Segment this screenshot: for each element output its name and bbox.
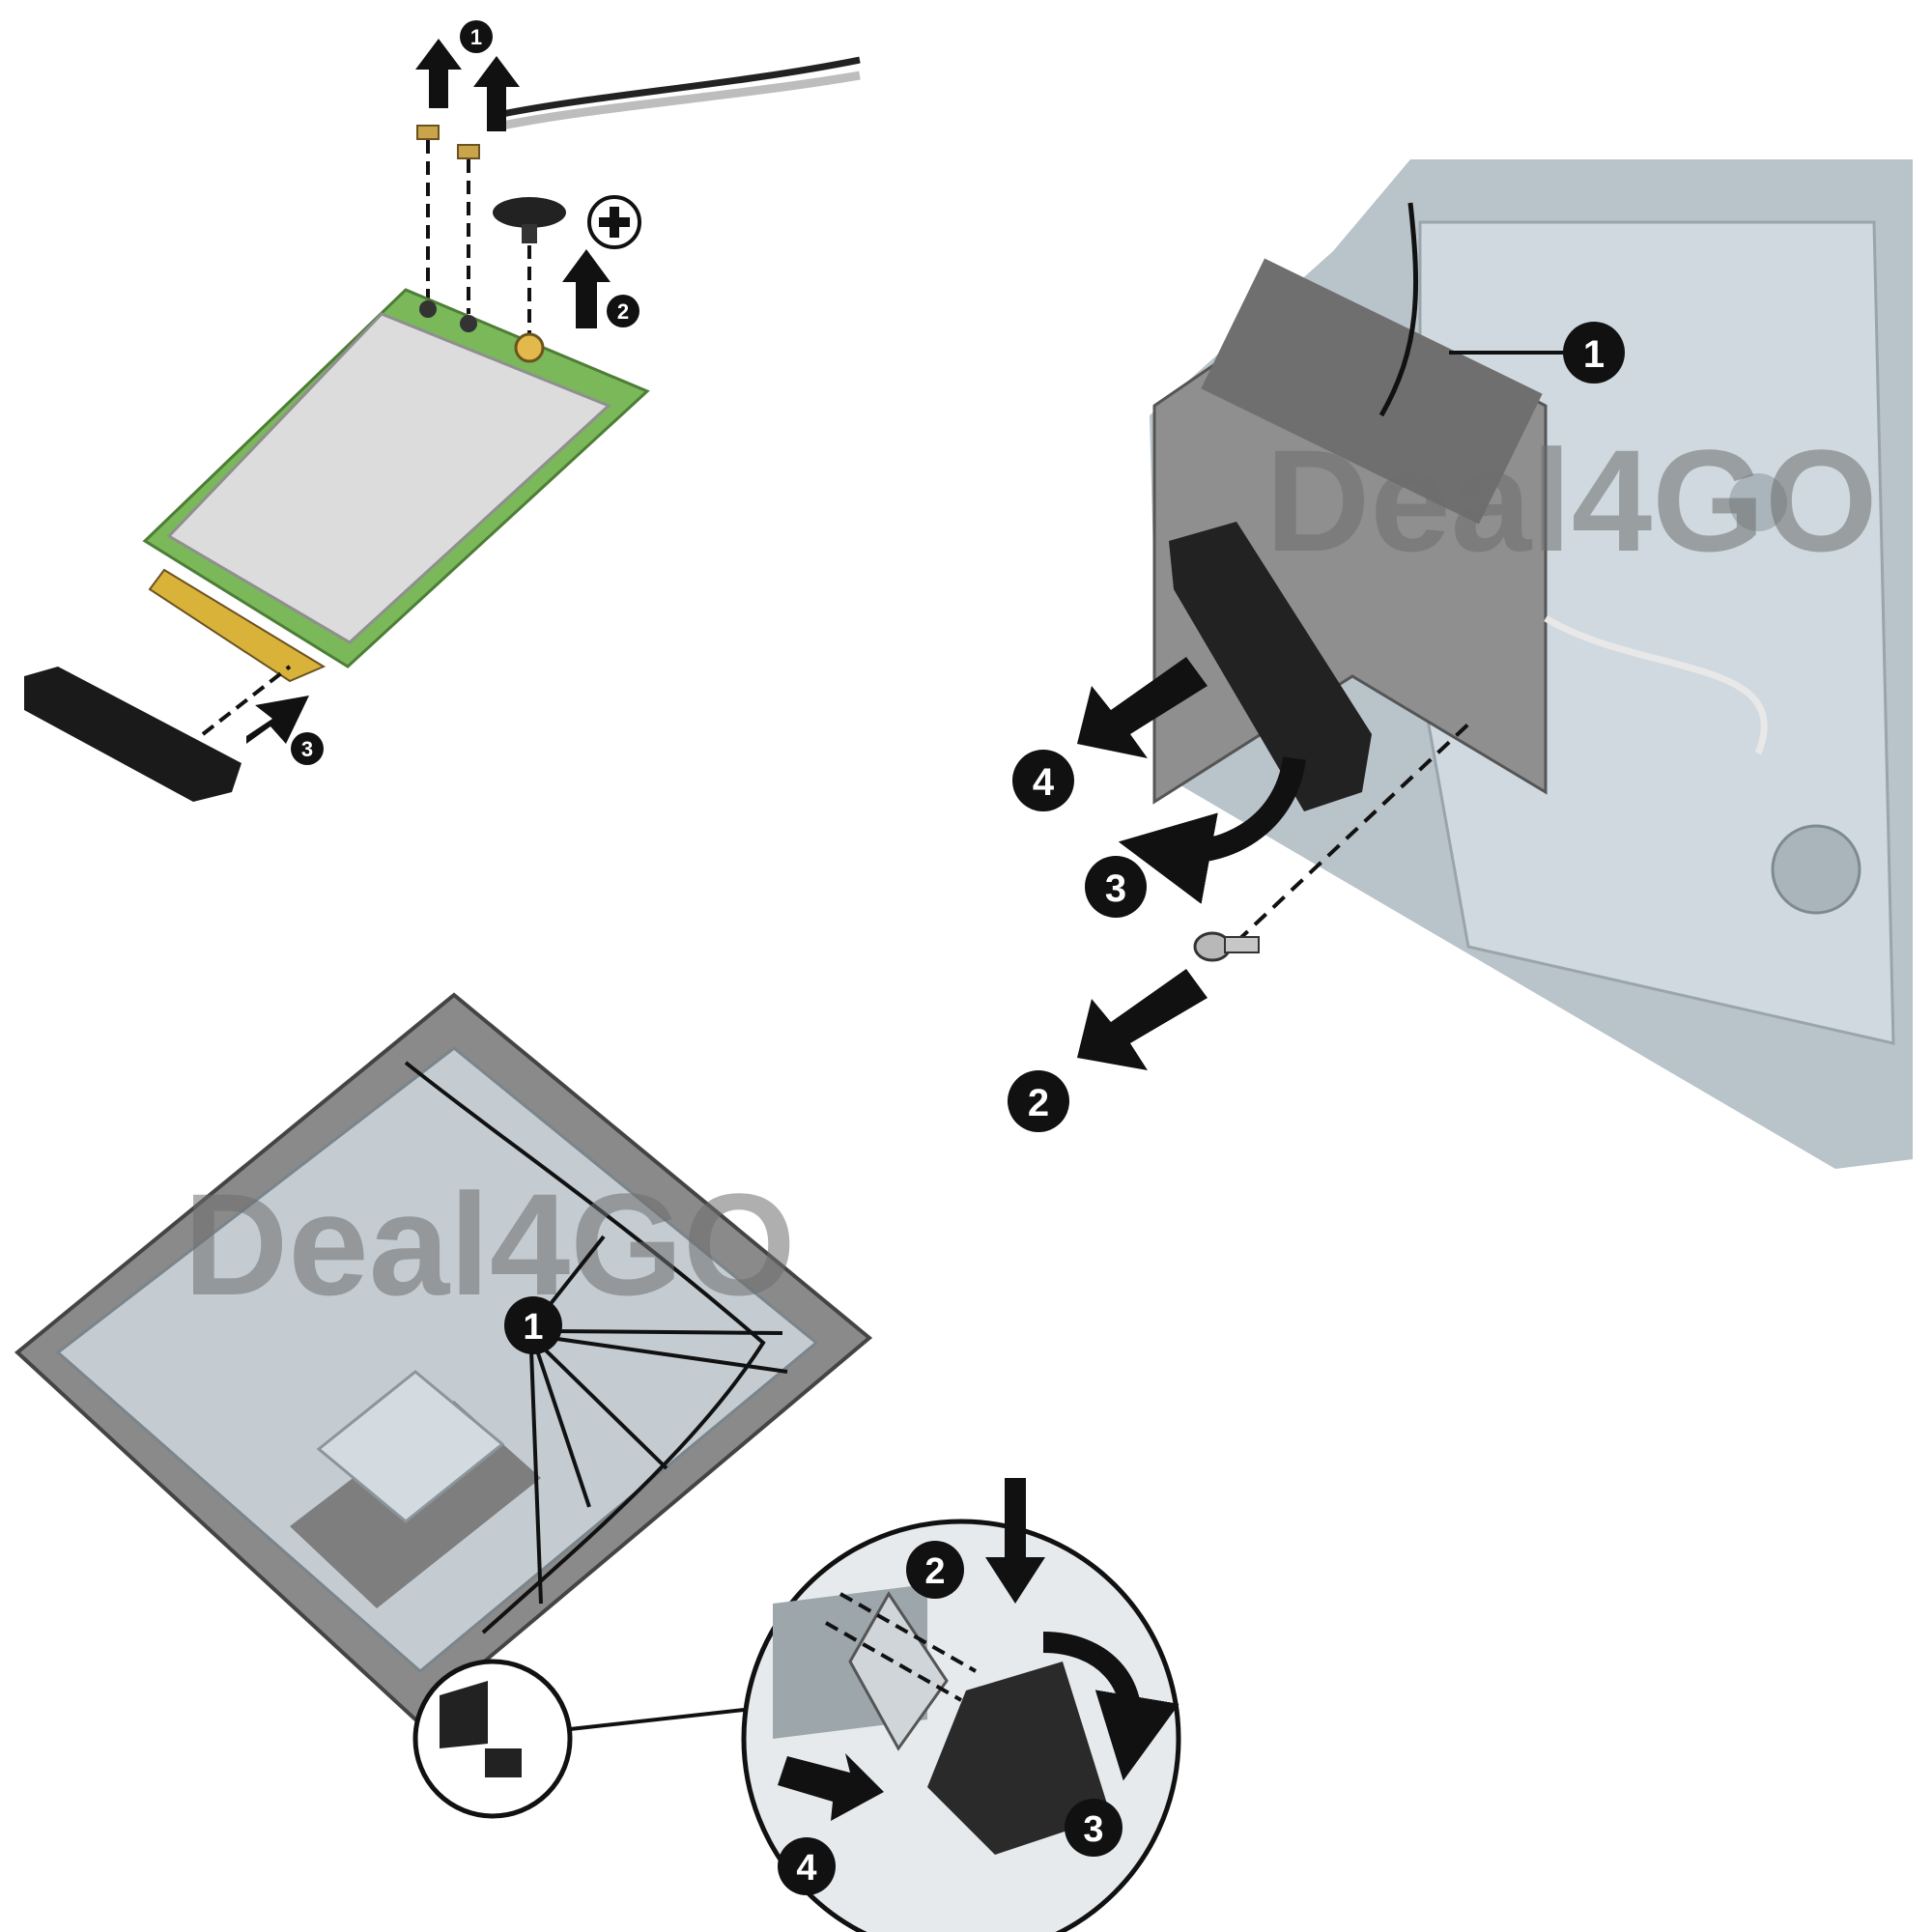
screw bbox=[1193, 931, 1260, 962]
antenna-side-panel: Deal4GO bbox=[1077, 159, 1913, 1169]
svg-text:4: 4 bbox=[796, 1848, 816, 1889]
callout-antenna-3: 3 bbox=[1085, 856, 1147, 918]
chassis-inner-plate bbox=[55, 1046, 819, 1673]
svg-text:2: 2 bbox=[924, 1551, 945, 1592]
lift-arrow-1b bbox=[473, 56, 520, 131]
antenna-connector-2 bbox=[457, 144, 480, 159]
callout-antenna-4: 4 bbox=[1012, 750, 1074, 811]
antenna-connector-1 bbox=[416, 125, 440, 140]
wall-bracket bbox=[1201, 258, 1543, 525]
callout-chassis-4: 4 bbox=[778, 1837, 836, 1895]
pull-arrow-4 bbox=[1077, 657, 1208, 758]
svg-text:1: 1 bbox=[523, 1307, 543, 1348]
chassis-routing-panel: Deal4GO bbox=[14, 992, 1181, 1932]
lift-arrow-2 bbox=[562, 249, 611, 328]
svg-text:1: 1 bbox=[1583, 333, 1605, 376]
press-arrow-2 bbox=[985, 1478, 1045, 1604]
callout-wlan-1: 1 bbox=[460, 20, 493, 53]
lift-arrow-1a bbox=[415, 39, 462, 108]
svg-text:4: 4 bbox=[1033, 761, 1055, 804]
svg-text:1: 1 bbox=[470, 25, 482, 49]
rotate-arrow-3 bbox=[1118, 755, 1306, 904]
svg-text:3: 3 bbox=[1105, 867, 1126, 910]
callout-chassis-1: 1 bbox=[504, 1296, 562, 1354]
callout-antenna-1: 1 bbox=[1563, 322, 1625, 384]
callout-chassis-2: 2 bbox=[906, 1541, 964, 1599]
callout-chassis-3: 3 bbox=[1065, 1799, 1122, 1857]
watermark-top-right: Deal4GO bbox=[1265, 419, 1878, 582]
svg-text:3: 3 bbox=[1083, 1809, 1103, 1850]
wlan-card-panel bbox=[24, 39, 861, 802]
m2-slot bbox=[24, 667, 242, 802]
svg-text:2: 2 bbox=[1028, 1082, 1049, 1124]
antenna-cable-white bbox=[501, 71, 861, 130]
detail-source-circle bbox=[412, 1659, 573, 1819]
antenna-cable-route bbox=[404, 1061, 766, 1634]
callout-antenna-2: 2 bbox=[1008, 1070, 1069, 1132]
antenna-block bbox=[927, 1662, 1111, 1855]
svg-text:2: 2 bbox=[617, 299, 629, 324]
callout-wlan-2: 2 bbox=[607, 295, 639, 327]
screw-head bbox=[493, 197, 566, 228]
wlan-card-shield bbox=[166, 312, 611, 644]
phillips-screwdriver-icon bbox=[587, 195, 641, 249]
remove-arrow-2 bbox=[1077, 969, 1208, 1070]
chassis-panel-square bbox=[316, 1370, 505, 1523]
card-edge-contacts bbox=[148, 568, 327, 683]
slide-arrow-4 bbox=[778, 1753, 884, 1821]
rotate-arrow-3b bbox=[1042, 1632, 1179, 1781]
antenna-module bbox=[1169, 522, 1372, 811]
callout-wlan-3: 3 bbox=[291, 732, 324, 765]
svg-text:3: 3 bbox=[301, 737, 313, 761]
watermark-bottom-left: Deal4GO bbox=[184, 1163, 796, 1325]
antenna-cable-black bbox=[501, 56, 861, 118]
insert-arrow-3 bbox=[246, 696, 309, 744]
